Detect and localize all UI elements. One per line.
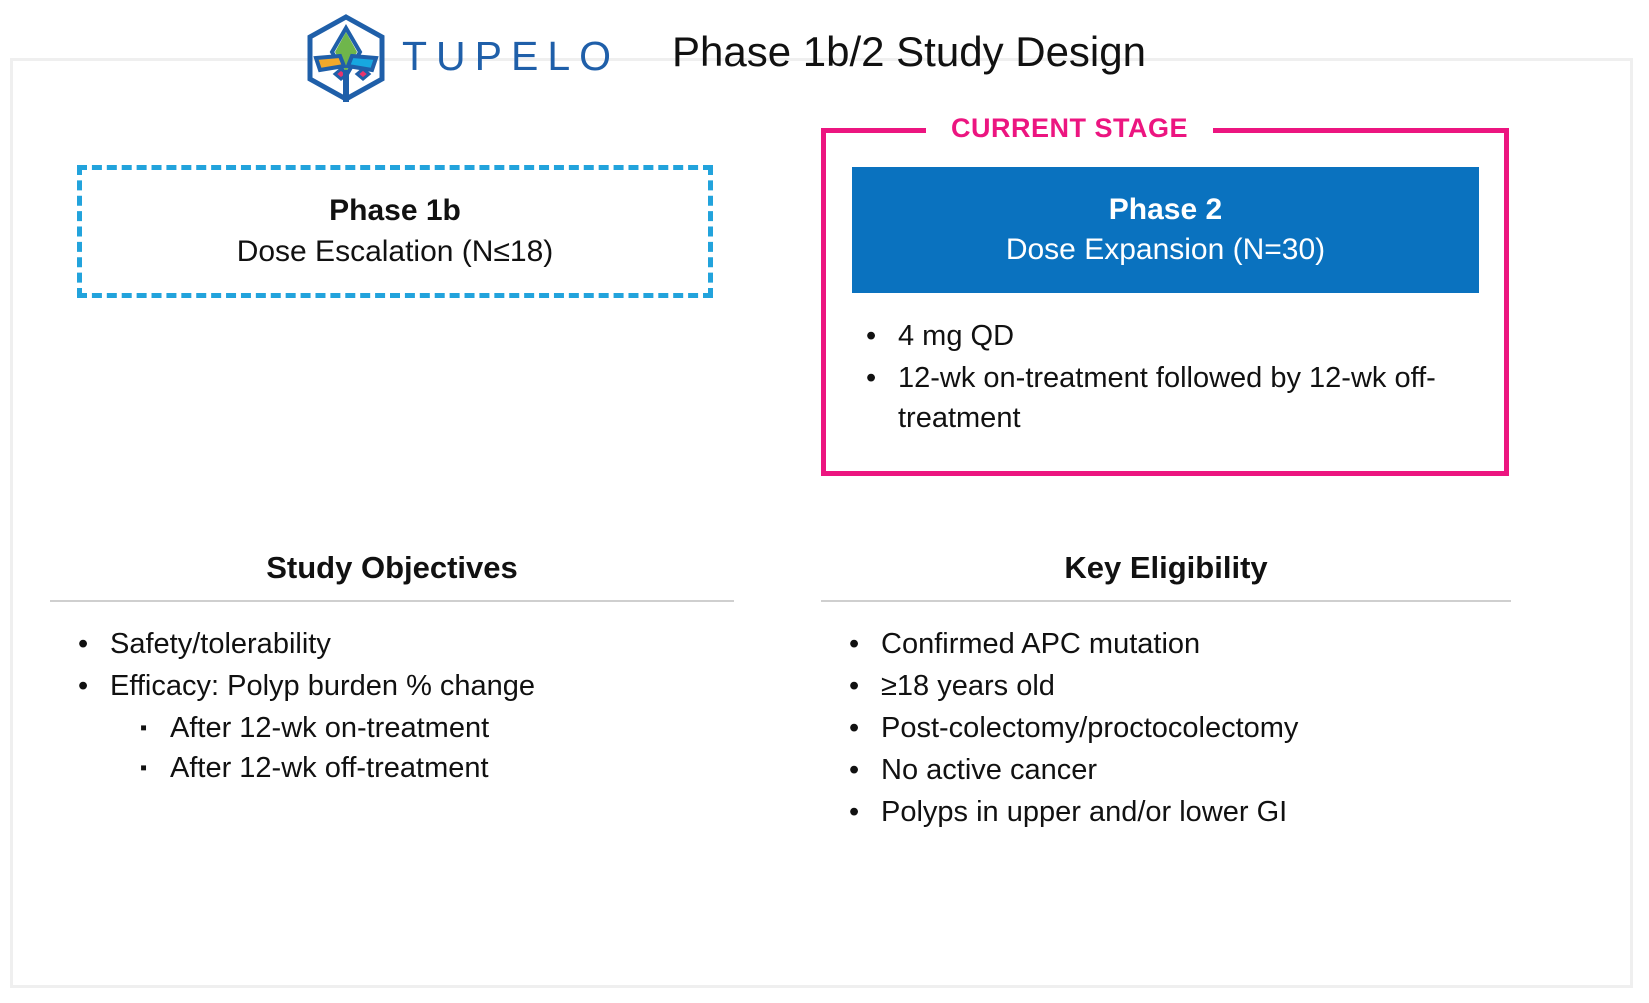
list-item-label: Efficacy: Polyp burden % change: [110, 669, 536, 702]
list-item: • No active cancer: [849, 750, 1511, 790]
current-stage-top-left-rule: [821, 128, 926, 133]
phase-2-card: Phase 2 Dose Expansion (N=30): [852, 167, 1479, 293]
list-item: • ≥18 years old: [849, 666, 1511, 706]
phase-1b-title: Phase 1b: [329, 194, 461, 227]
list-item-label: 12-wk on-treatment followed by 12-wk off…: [898, 362, 1436, 435]
study-objectives-list: • Safety/tolerability • Efficacy: Polyp …: [50, 624, 734, 788]
study-objectives-section: Study Objectives • Safety/tolerability •…: [50, 549, 734, 788]
list-item: • Polyps in upper and/or lower GI: [849, 792, 1511, 832]
bullet-icon: •: [849, 711, 860, 744]
sub-list-item: ▪ After 12-wk on-treatment: [78, 708, 734, 748]
list-item-label: No active cancer: [881, 753, 1097, 786]
list-item-label: Safety/tolerability: [110, 627, 331, 660]
slide-header: TUPELO Phase 1b/2 Study Design: [0, 0, 1649, 110]
square-bullet-icon: ▪: [140, 756, 148, 779]
key-eligibility-section: Key Eligibility • Confirmed APC mutation…: [821, 549, 1511, 834]
current-stage-top-right-rule: [1213, 128, 1509, 133]
list-item: • Safety/tolerability: [78, 624, 734, 664]
logo-wordmark: TUPELO: [402, 32, 621, 79]
bullet-icon: •: [866, 362, 877, 395]
phase-2-title: Phase 2: [1108, 192, 1223, 226]
list-item: • 12-wk on-treatment followed by 12-wk o…: [866, 358, 1466, 438]
study-objectives-heading: Study Objectives: [266, 550, 518, 585]
list-item: • 4 mg QD: [866, 316, 1466, 356]
sub-list-item-label: After 12-wk on-treatment: [170, 711, 490, 744]
phase-2-bullet-list: • 4 mg QD • 12-wk on-treatment followed …: [866, 316, 1466, 440]
square-bullet-icon: ▪: [140, 716, 148, 739]
list-item-label: Post-colectomy/proctocolectomy: [881, 711, 1299, 744]
bullet-icon: •: [849, 669, 860, 702]
phase-1b-subtitle: Dose Escalation (N≤18): [236, 234, 554, 268]
list-item-label: Confirmed APC mutation: [881, 627, 1201, 660]
current-stage-badge: CURRENT STAGE: [931, 112, 1208, 145]
list-item: • Efficacy: Polyp burden % change: [78, 666, 734, 706]
key-eligibility-list: • Confirmed APC mutation • ≥18 years old…: [821, 624, 1511, 832]
study-objectives-divider: [50, 599, 734, 602]
list-item-label: 4 mg QD: [898, 320, 1015, 352]
list-item: • Confirmed APC mutation: [849, 624, 1511, 664]
phase-2-subtitle: Dose Expansion (N=30): [1005, 233, 1326, 266]
company-logo: TUPELO: [300, 12, 630, 104]
sub-list-item-label: After 12-wk off-treatment: [170, 751, 489, 784]
list-item-label: Polyps in upper and/or lower GI: [881, 795, 1288, 828]
bullet-icon: •: [849, 627, 860, 660]
page-title: Phase 1b/2 Study Design: [672, 28, 1146, 75]
bullet-icon: •: [78, 627, 89, 660]
bullet-icon: •: [849, 753, 860, 786]
bullet-icon: •: [866, 320, 877, 352]
list-item-label: ≥18 years old: [881, 669, 1055, 702]
sub-list-item: ▪ After 12-wk off-treatment: [78, 748, 734, 788]
phase-1b-card: Phase 1b Dose Escalation (N≤18): [77, 165, 713, 298]
tupelo-hexagon-leaf-logo-icon: [300, 12, 392, 104]
key-eligibility-divider: [821, 599, 1511, 602]
bullet-icon: •: [849, 795, 860, 828]
key-eligibility-heading: Key Eligibility: [1064, 550, 1268, 585]
bullet-icon: •: [78, 669, 89, 702]
list-item: • Post-colectomy/proctocolectomy: [849, 708, 1511, 748]
